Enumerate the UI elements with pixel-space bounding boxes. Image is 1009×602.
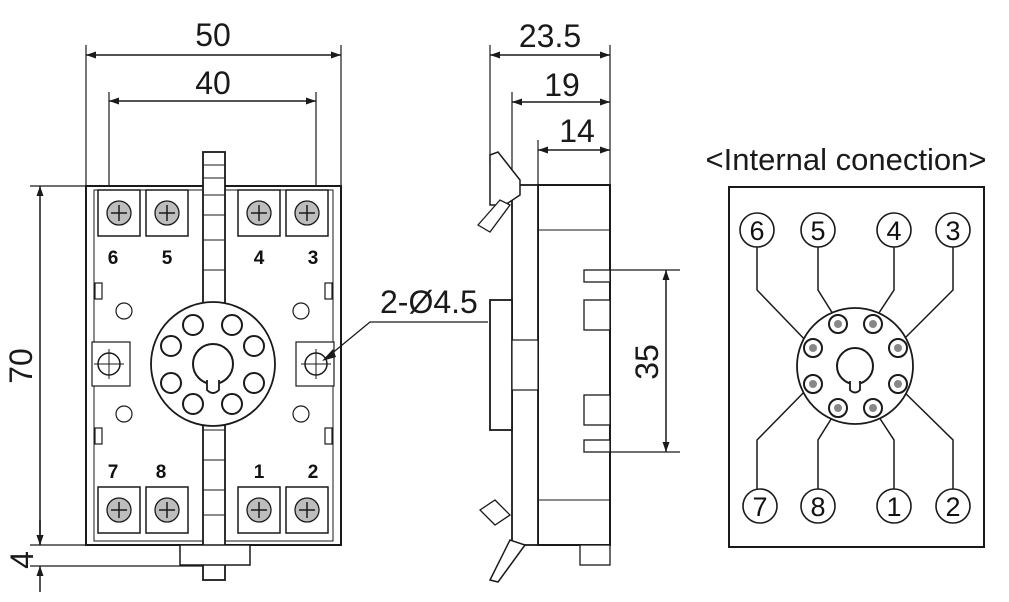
side-view: 23.5 19 14 35 [476, 18, 680, 583]
bottom-terminal-row: 7 8 1 2 [97, 462, 329, 534]
top-terminal-row: 6 5 4 3 [97, 189, 329, 269]
pin-label-1: 1 [886, 492, 901, 522]
pin-label-4: 4 [886, 216, 901, 246]
terminal-label-6: 6 [108, 248, 119, 269]
terminal-label-4: 4 [254, 248, 265, 269]
terminal-label-1: 1 [254, 462, 265, 483]
internal-connection-diagram: <Internal conection> [706, 142, 987, 548]
octal-socket [150, 301, 276, 427]
dim-depth-mid: 19 [544, 67, 580, 103]
dim-depth-total: 23.5 [519, 18, 581, 54]
pin-label-7: 7 [752, 492, 767, 522]
terminal-label-8: 8 [156, 462, 167, 483]
terminal-label-2: 2 [308, 462, 319, 483]
dim-bottom-offset: 4 [4, 551, 40, 569]
hole-spec-label: 2-Ø4.5 [380, 284, 478, 320]
pin-label-6: 6 [749, 216, 764, 246]
terminal-label-3: 3 [308, 248, 319, 269]
pin-label-8: 8 [810, 492, 825, 522]
terminal-label-5: 5 [162, 248, 173, 269]
pin-label-5: 5 [810, 216, 825, 246]
dim-mount-spacing: 40 [195, 65, 231, 101]
mounting-hole-right [295, 341, 335, 387]
terminal-label-7: 7 [108, 462, 119, 483]
dim-rail-width: 35 [629, 344, 665, 380]
dim-overall-width: 50 [195, 17, 231, 53]
pin-label-3: 3 [945, 216, 960, 246]
pin-label-2: 2 [945, 492, 960, 522]
internal-connection-title: <Internal conection> [706, 142, 987, 177]
dim-height: 70 [3, 348, 39, 384]
front-view: 50 40 70 4 [3, 17, 488, 592]
dim-depth-body: 14 [559, 113, 595, 149]
mounting-hole-left [91, 341, 131, 387]
